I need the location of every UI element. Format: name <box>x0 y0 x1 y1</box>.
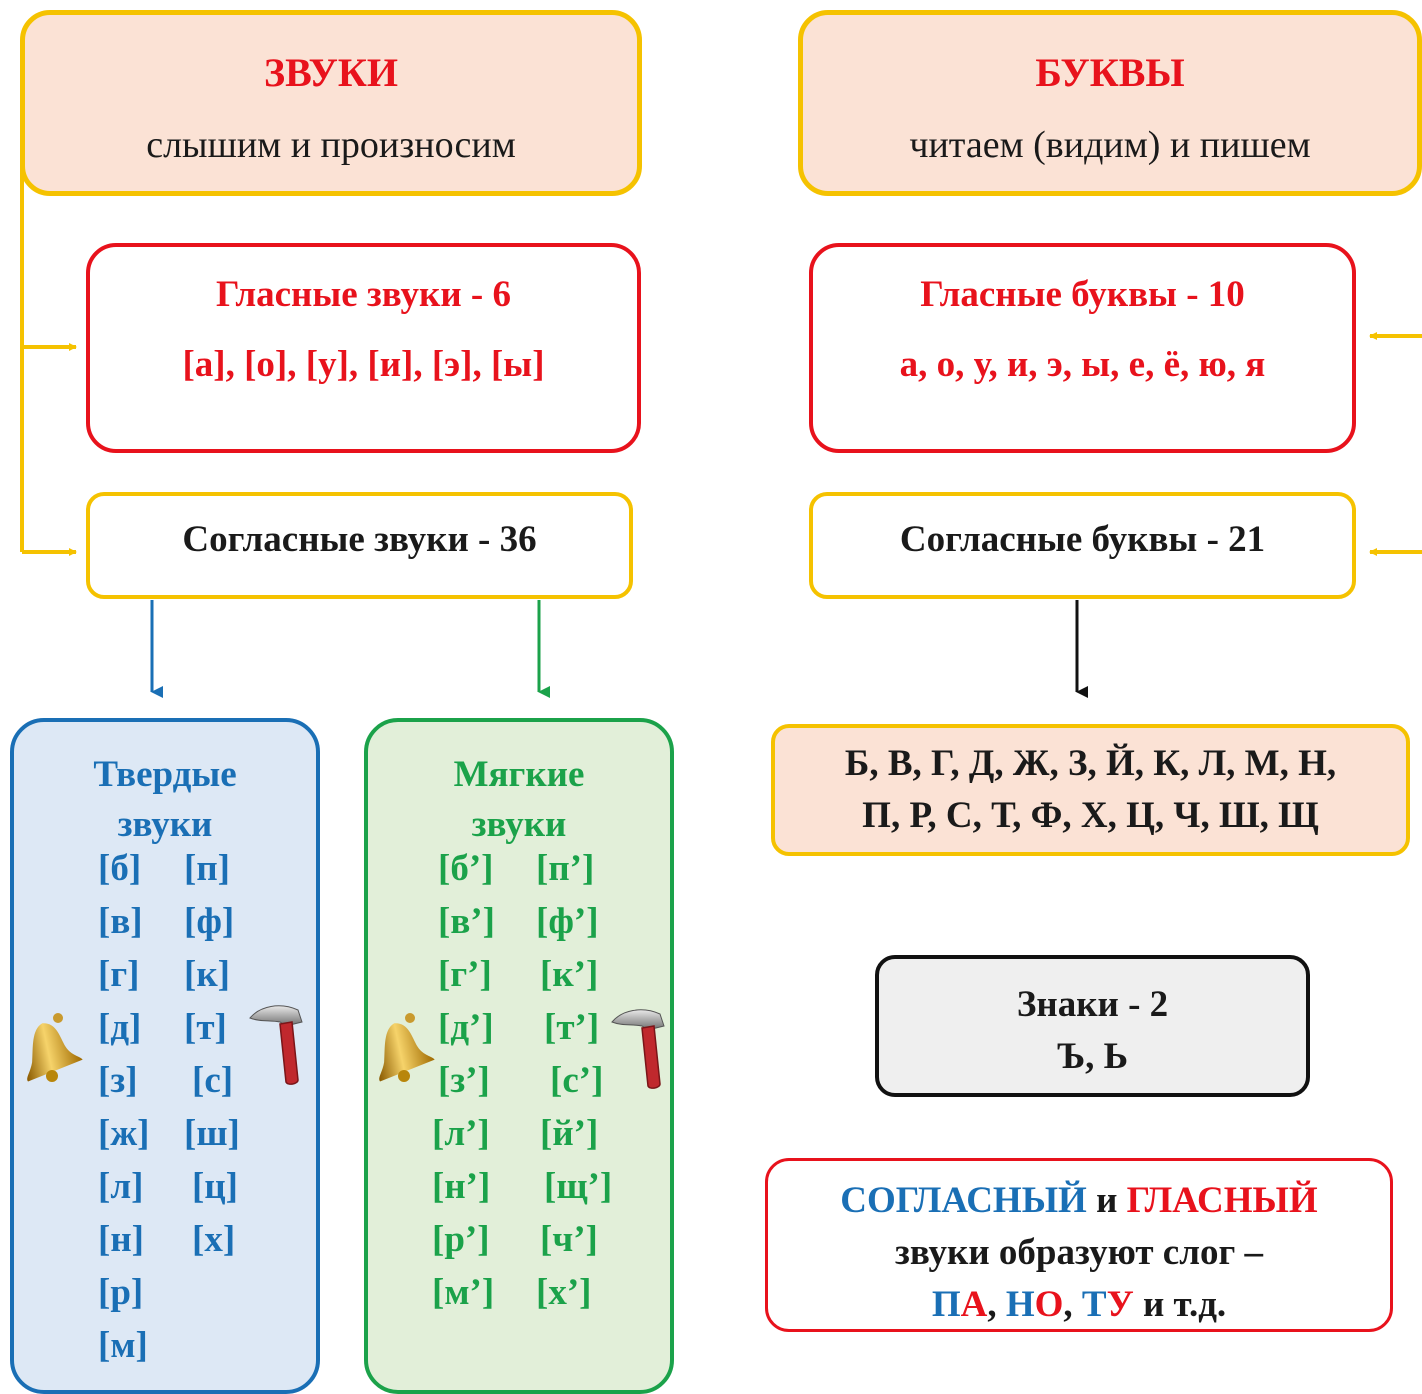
hard-sound: [л] <box>98 1166 144 1207</box>
soft-sounds-title: Мягкие звуки <box>368 750 670 850</box>
soft-sound: [к’] <box>540 954 599 995</box>
soft-sound: [х’] <box>536 1272 592 1313</box>
consonant-letters-list-box: Б, В, Г, Д, Ж, З, Й, К, Л, М, Н, П, Р, С… <box>771 724 1410 856</box>
letters-title: БУКВЫ <box>1035 50 1185 95</box>
hard-sound: [г] <box>98 954 140 995</box>
soft-sound: [ч’] <box>540 1219 598 1260</box>
syllable-line2: звуки образуют слог – <box>894 1232 1264 1273</box>
soft-sound: [г’] <box>438 954 492 995</box>
example-vowel: О <box>1034 1284 1064 1325</box>
vowel-letters-title: Гласные буквы - 10 <box>920 274 1245 315</box>
syllable-line1: СОГЛАСНЫЙ и ГЛАСНЫЙ <box>768 1179 1390 1222</box>
example-consonant: Т <box>1081 1284 1107 1325</box>
hard-sound: [х] <box>192 1219 236 1260</box>
hard-sound: [ц] <box>192 1166 238 1207</box>
soft-sound: [п’] <box>536 848 595 889</box>
hard-sound: [м] <box>98 1325 148 1366</box>
hard-sound: [в] <box>98 901 143 942</box>
sounds-subtitle: слышим и произносим <box>146 124 516 166</box>
bell-icon <box>379 1013 435 1082</box>
left-bracket-line <box>20 150 77 556</box>
example-vowel: У <box>1106 1284 1134 1325</box>
soft-sound: [й’] <box>540 1113 599 1154</box>
hard-sound: [к] <box>184 954 230 995</box>
consonant-letters-box: Согласные буквы - 21 <box>809 492 1356 599</box>
vowel-sounds-list: [а], [о], [у], [и], [э], [ы] <box>182 344 545 385</box>
vowel-sounds-title: Гласные звуки - 6 <box>216 274 511 315</box>
right-bracket-line <box>1369 332 1422 556</box>
bell-icon <box>27 1013 83 1082</box>
hammer-icon <box>611 1009 665 1089</box>
consonant-sounds-box: Согласные звуки - 36 <box>86 492 633 599</box>
soft-sound: [с’] <box>550 1060 604 1101</box>
hard-sound: [р] <box>98 1272 144 1313</box>
vowel-letters-box: Гласные буквы - 10 а, о, у, и, э, ы, е, … <box>809 243 1356 453</box>
soft-sound: [л’] <box>432 1113 490 1154</box>
hard-sound: [д] <box>98 1007 142 1048</box>
etc-text: и т.д. <box>1142 1284 1227 1325</box>
soft-sound: [н’] <box>432 1166 491 1207</box>
letters-subtitle: читаем (видим) и пишем <box>909 124 1311 166</box>
and-word: и <box>1096 1180 1118 1221</box>
soft-title-line1: Мягкие <box>453 754 585 795</box>
hard-sound: [ж] <box>98 1113 150 1154</box>
hard-sounds-title: Твердые звуки <box>14 750 316 850</box>
syllable-examples: ПА, НО, ТУ и т.д. <box>768 1283 1390 1326</box>
signs-title: Знаки - 2 <box>1016 984 1169 1025</box>
soft-sound: [в’] <box>438 901 495 942</box>
example-consonant: Н <box>1005 1284 1035 1325</box>
soft-sound: [б’] <box>438 848 494 889</box>
hard-sound: [п] <box>184 848 230 889</box>
comma: , <box>987 1284 997 1325</box>
sounds-title: ЗВУКИ <box>263 50 399 95</box>
hard-sound: [ш] <box>184 1113 240 1154</box>
hard-title-line2: звуки <box>117 804 213 845</box>
soft-sound: [щ’] <box>544 1166 613 1207</box>
consonant-letters-line2: П, Р, С, Т, Ф, Х, Ц, Ч, Ш, Щ <box>862 795 1319 836</box>
hard-sound: [с] <box>192 1060 234 1101</box>
hard-title-line1: Твердые <box>93 754 237 795</box>
consonant-sounds-title: Согласные звуки - 36 <box>182 519 537 560</box>
hard-sound: [ф] <box>184 901 235 942</box>
consonant-letters-title: Согласные буквы - 21 <box>899 519 1266 560</box>
sounds-header-box: ЗВУКИ слышим и произносим <box>20 10 642 196</box>
signs-box: Знаки - 2 Ъ, Ь <box>875 955 1310 1097</box>
consonant-word: СОГЛАСНЫЙ <box>840 1180 1087 1221</box>
soft-sound: [т’] <box>544 1007 600 1048</box>
example-vowel: А <box>960 1284 988 1325</box>
vowel-sounds-box: Гласные звуки - 6 [а], [о], [у], [и], [э… <box>86 243 641 453</box>
vowel-word: ГЛАСНЫЙ <box>1126 1180 1318 1221</box>
hard-sound: [т] <box>184 1007 227 1048</box>
soft-sound: [м’] <box>432 1272 495 1313</box>
soft-sound: [ф’] <box>536 901 599 942</box>
consonant-letters-line1: Б, В, Г, Д, Ж, З, Й, К, Л, М, Н, <box>844 743 1337 784</box>
example-consonant: П <box>931 1284 961 1325</box>
syllable-rule-box: СОГЛАСНЫЙ и ГЛАСНЫЙ звуки образуют слог … <box>765 1158 1393 1332</box>
letters-header-box: БУКВЫ читаем (видим) и пишем <box>798 10 1422 196</box>
vowel-letters-list: а, о, у, и, э, ы, е, ё, ю, я <box>899 344 1266 385</box>
soft-title-line2: звуки <box>471 804 567 845</box>
hard-sound: [н] <box>98 1219 144 1260</box>
signs-list: Ъ, Ь <box>1056 1036 1129 1077</box>
hard-sound: [б] <box>98 848 142 889</box>
soft-sound: [д’] <box>438 1007 494 1048</box>
soft-sound: [р’] <box>432 1219 490 1260</box>
soft-sound: [з’] <box>438 1060 490 1101</box>
hard-sound: [з] <box>98 1060 138 1101</box>
comma: , <box>1063 1284 1073 1325</box>
hammer-icon <box>249 1005 303 1085</box>
